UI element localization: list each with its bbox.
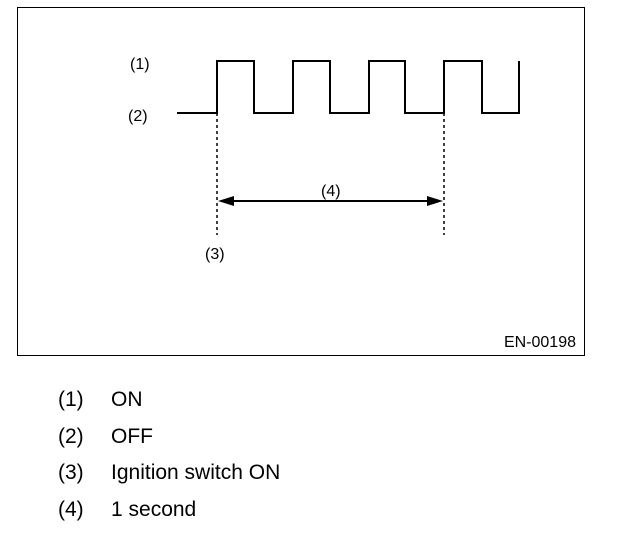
legend-key: (1) bbox=[58, 388, 84, 411]
legend-text: 1 second bbox=[111, 497, 197, 521]
legend-text: ON bbox=[111, 388, 143, 411]
legend-list: (1) ON (2) OFF (3) Ignition switch ON (4… bbox=[58, 385, 280, 531]
label-off-level: (2) bbox=[128, 108, 148, 125]
label-interval: (4) bbox=[321, 183, 341, 200]
legend-key: (3) bbox=[58, 461, 84, 484]
legend-item: (4) 1 second bbox=[58, 495, 280, 532]
legend-item: (1) ON bbox=[58, 385, 280, 422]
legend-text: Ignition switch ON bbox=[111, 461, 281, 484]
legend-text: OFF bbox=[111, 424, 153, 448]
pulse-waveform bbox=[177, 60, 520, 114]
interval-arrow-head-left bbox=[218, 196, 234, 206]
legend-key: (4) bbox=[58, 497, 84, 521]
legend-item: (2) OFF bbox=[58, 422, 280, 459]
diagram-frame: (1) (2) (4) (3) EN-00198 bbox=[17, 7, 585, 356]
figure-code: EN-00198 bbox=[504, 334, 576, 351]
legend-item: (3) Ignition switch ON bbox=[58, 458, 280, 495]
label-on-level: (1) bbox=[130, 56, 150, 73]
legend-key: (2) bbox=[58, 424, 84, 448]
interval-arrow-head-right bbox=[427, 196, 443, 206]
label-ignition-marker: (3) bbox=[205, 246, 225, 263]
timing-diagram: (1) (2) (4) (3) EN-00198 bbox=[128, 56, 576, 351]
